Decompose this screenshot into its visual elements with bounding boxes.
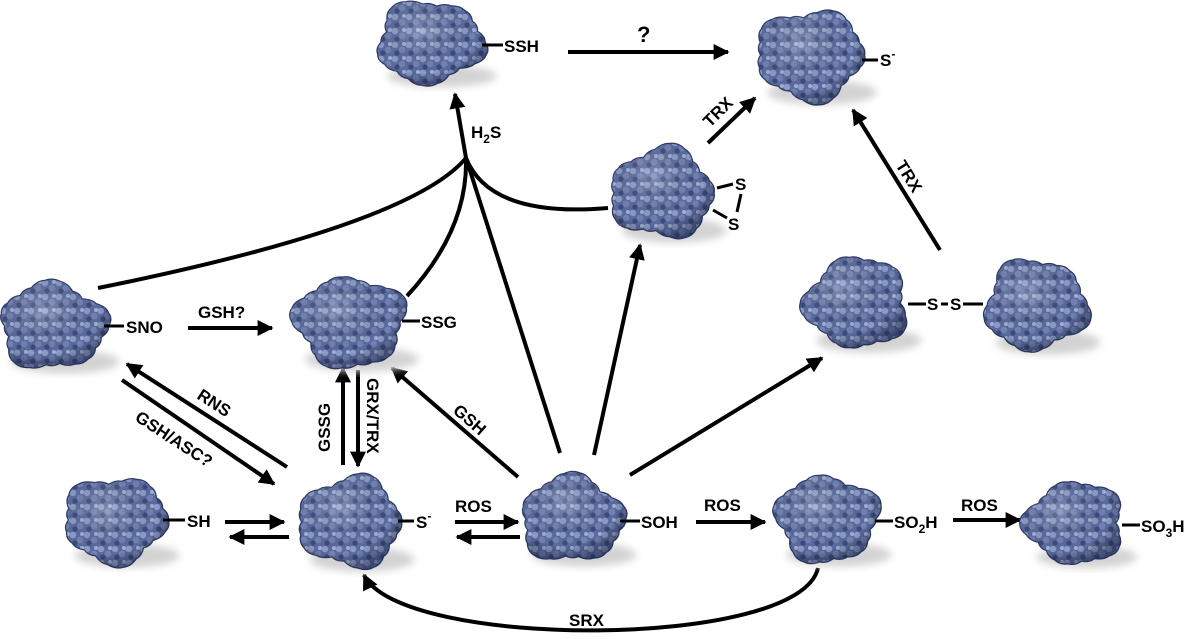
line-soh-to-hub [464,157,562,454]
label-ros-2: ROS [704,496,741,515]
protein-shading [772,475,882,564]
protein-shading [983,258,1092,353]
protein-thiolate-top [757,9,877,106]
protein-sh [64,478,180,569]
edges [97,44,1022,633]
label-soh: SOH [641,513,678,532]
label-h2s: H2S [471,123,501,146]
label-question: ? [637,22,650,47]
arrow-soh-to-dimer [628,356,824,477]
label-thiolate-top: S- [880,47,895,70]
protein-so2h [772,474,892,567]
label-sno: SNO [126,318,163,337]
protein-shading [522,471,628,560]
protein-shading [611,143,715,239]
label-rns: RNS [194,385,234,420]
label-intra-s1: S [735,175,746,194]
curve-ssg-to-hub [405,157,469,298]
label-thiolate: S- [416,509,431,532]
protein-shading [758,10,866,106]
arrow-soh-to-ssg [390,366,520,479]
proteins [0,0,1138,572]
protein-dimer-left [799,256,922,353]
protein-so3h [1019,480,1138,569]
label-gsh-q: GSH? [198,303,245,322]
protein-sno [0,278,120,374]
curve-intra-to-hub [464,157,609,212]
label-gssg: GSSG [315,403,334,452]
protein-shading [299,473,402,570]
protein-shading [376,1,488,87]
protein-soh [521,470,637,567]
protein-labels: SSH S- S S SNO SSG S S SH S- SOH SO2H SO… [104,37,1185,540]
arrow-srx-so2h-to-thiolate [362,567,820,633]
protein-disulfide-intra [611,142,727,243]
arrow-intra-to-thiolate [706,96,757,145]
arrow-sno-to-thiolate [120,378,276,486]
curve-sno-to-hub [97,156,468,290]
protein-thiolate [298,472,415,572]
label-ros-1: ROS [455,497,492,516]
label-ssh: SSH [504,37,539,56]
label-srx: SRX [569,611,605,630]
label-dimer-s1: S [927,295,938,314]
arrow-soh-to-intra [592,243,645,456]
label-dimer-s2: S [950,295,961,314]
arrow-hub-to-ssh [449,92,468,159]
protein-shading [65,478,170,569]
label-grx-trx: GRX/TRX [363,378,382,454]
arrow-dimer-to-thiolate [851,108,942,252]
label-ssg: SSG [421,313,457,332]
protein-ssg [289,276,419,372]
arrow-thiolate-to-sno [125,362,289,469]
label-so2h: SO2H [894,513,938,536]
protein-shading [0,279,111,369]
label-trx-upper: TRX [699,93,737,131]
label-so3h: SO3H [1141,517,1185,540]
protein-shading [289,276,407,369]
label-intra-s2: S [728,215,739,234]
protein-shading [799,256,907,349]
protein-dimer-right [982,258,1101,355]
label-sh: SH [187,512,211,531]
protein-ssh [376,0,497,88]
label-ros-3: ROS [961,496,998,515]
protein-shading [1019,481,1121,565]
